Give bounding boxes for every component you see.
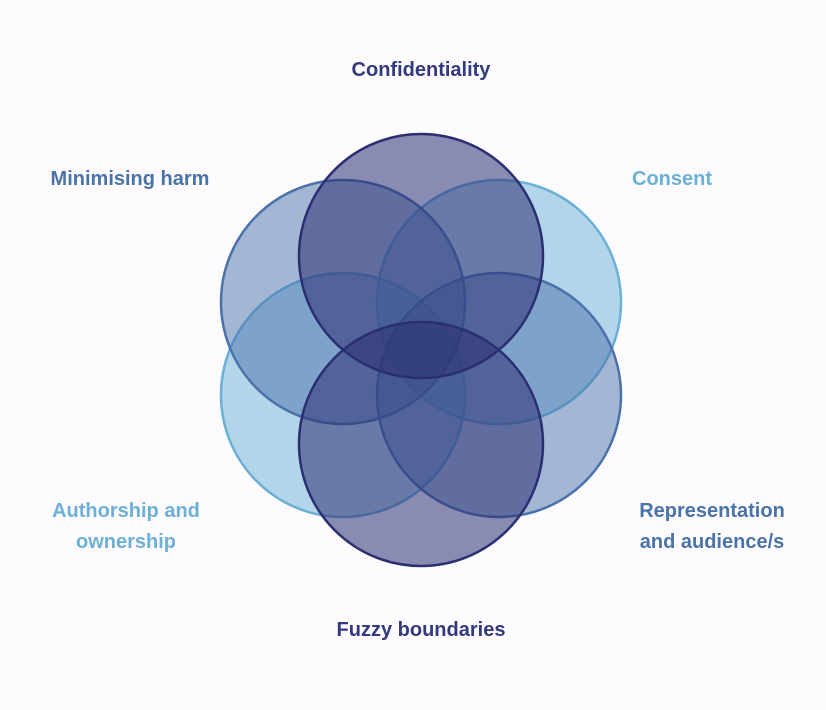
circle-group	[219, 132, 623, 568]
label-line: Consent	[632, 168, 712, 190]
label-line: Representation	[639, 500, 785, 522]
label-authorship-and-ownership: Authorship and ownership	[26, 496, 226, 558]
label-line: Authorship and	[52, 500, 200, 522]
label-line: and audience/s	[639, 531, 785, 553]
label-fuzzy-boundaries: Fuzzy boundaries	[305, 615, 537, 646]
circle-fuzzy	[297, 320, 545, 568]
label-line: Fuzzy boundaries	[336, 619, 506, 641]
label-line: ownership	[75, 531, 176, 553]
label-line: Confidentiality	[351, 59, 491, 81]
label-line: Minimising harm	[50, 168, 210, 190]
label-representation-and-audiences: Representation and audience/s	[612, 496, 812, 558]
label-minimising-harm: Minimising harm	[30, 164, 230, 195]
label-confidentiality: Confidentiality	[321, 55, 521, 86]
label-consent: Consent	[592, 164, 752, 195]
